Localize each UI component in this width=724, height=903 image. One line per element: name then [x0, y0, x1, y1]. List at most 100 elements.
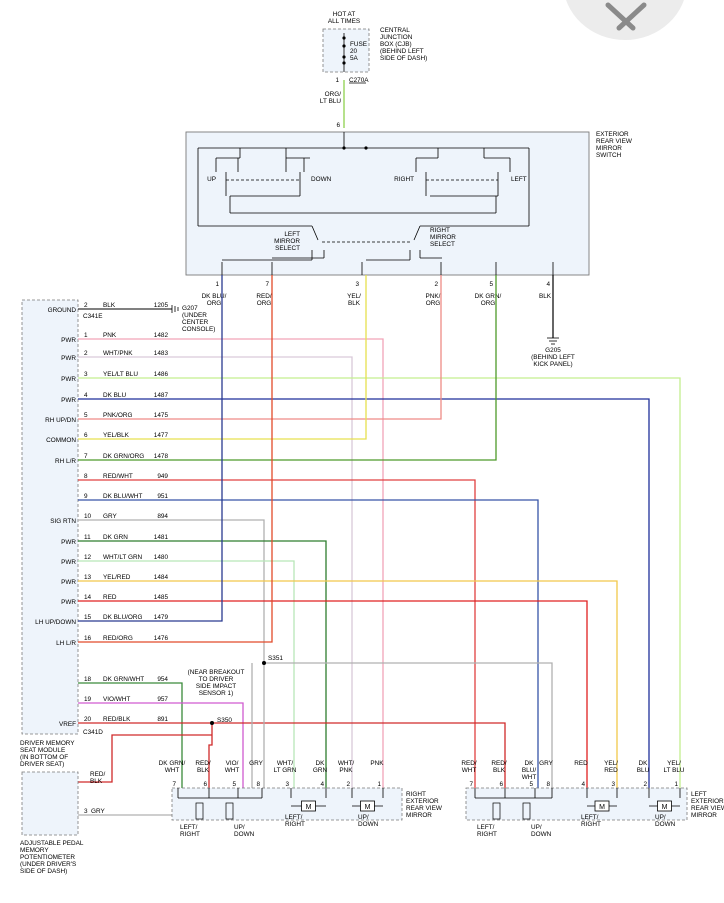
c341d-label: C341D [83, 729, 103, 736]
module-wire-color: GRY [103, 513, 117, 520]
bus-dot [342, 146, 346, 150]
left_mirror-wire-label: RED [574, 760, 588, 767]
right_mirror-wire-label: PNK [339, 767, 353, 774]
wire-dk-grn [78, 540, 327, 788]
module-wire-color: DK BLU/ORG [103, 614, 142, 621]
left_mirror-motor-lr-label: RIGHT [581, 821, 601, 828]
switch-pin-color-label: DK BLU/ [202, 293, 227, 300]
left_mirror-wire-label: YEL/ [667, 760, 681, 767]
right_mirror-pot-ud-label: UP/ [234, 824, 245, 831]
module-circuit-number: 951 [157, 493, 168, 500]
g205-label: KICK PANEL) [533, 361, 572, 368]
module-wire-color: WHT/PNK [103, 350, 133, 357]
wire-red [78, 600, 588, 788]
g205-label: G205 [545, 347, 561, 354]
right_mirror-wire-label: BLK [197, 767, 210, 774]
close-button[interactable] [563, 0, 687, 42]
left_mirror-pin-number: 5 [529, 781, 533, 788]
cjb-label: (BEHIND LEFT [380, 48, 424, 55]
fuse-label: FUSE [350, 41, 367, 48]
left_mirror-pin-number: 2 [643, 781, 647, 788]
wire-red-wht [78, 479, 476, 788]
right_mirror-motor [360, 800, 375, 812]
right_mirror-motor-label: M [365, 804, 371, 811]
left_mirror-box [465, 787, 688, 821]
module-pin-number: 8 [84, 473, 88, 480]
wire-wht-ltgrn [78, 560, 295, 788]
module-pin-function: SIG RTN [50, 518, 76, 525]
left_mirror-wire-label: RED/ [461, 760, 476, 767]
switch-pin-number: 3 [355, 281, 359, 288]
splice-note: SIDE IMPACT [196, 683, 236, 690]
left_mirror-wire-label: BLK [493, 767, 506, 774]
wire-yel-ltblu [78, 377, 681, 788]
s351-label: S351 [268, 655, 283, 662]
module-pin-function: VREF [59, 721, 76, 728]
right-label: RIGHT [394, 176, 414, 183]
right-mirror-select-label: RIGHT [430, 227, 450, 234]
cjb-label: CENTRAL [380, 27, 410, 34]
module-wire-color: PNK/ORG [103, 412, 133, 419]
wire-wht-pnk [78, 356, 353, 788]
left_mirror-motor [657, 800, 672, 812]
right_mirror-motor [301, 800, 316, 812]
c270a-label: C270A [349, 77, 369, 84]
module-circuit-number: 891 [157, 716, 168, 723]
right_mirror-wire-label: VIO/ [226, 760, 239, 767]
pedal-title: POTENTIOMETER [20, 854, 75, 861]
pedal-box [21, 771, 79, 836]
pedal-pin-3: 3 [84, 808, 88, 815]
fuse-dot [342, 55, 346, 59]
module-wire-color: PNK [103, 332, 117, 339]
right_mirror-wire-label: DK GRN/ [159, 760, 186, 767]
right_mirror-wire-label: PNK [370, 760, 384, 767]
right_mirror-pin-number: 3 [285, 781, 289, 788]
left_mirror-pin-number: 1 [674, 781, 678, 788]
module-circuit-number: 1478 [154, 453, 169, 460]
switch-pin-number: 2 [434, 281, 438, 288]
left_mirror-wire-label: BLU/ [522, 767, 536, 774]
module-pin-number: 6 [84, 432, 88, 439]
seat-module-title: (IN BOTTOM OF [20, 754, 68, 761]
right_mirror-pin-number: 8 [256, 781, 260, 788]
wire-dk-blu [78, 398, 650, 788]
right_mirror-pot-lr-label: LEFT/ [180, 824, 198, 831]
module-wire-color: BLK [103, 302, 116, 309]
module-pin-number: 2 [84, 302, 88, 309]
wire-red-org [78, 275, 273, 643]
c341e-label: C341E [83, 313, 103, 320]
module-pin-function: PWR [61, 579, 76, 586]
fuse-dot [342, 61, 346, 65]
right_mirror-pot-lr-label: RIGHT [180, 831, 200, 838]
pedal-title: ADJUSTABLE PEDAL [20, 840, 84, 847]
switch-pin-number: 5 [489, 281, 493, 288]
right_mirror-pin-number: 5 [232, 781, 236, 788]
module-pin-number: 7 [84, 453, 88, 460]
module-circuit-number: 1485 [154, 594, 169, 601]
module-circuit-number: 1476 [154, 635, 169, 642]
module-pin-number: 15 [84, 614, 92, 621]
module-pin-function: PWR [61, 376, 76, 383]
switch-pin-color-label: YEL/ [347, 293, 361, 300]
left_mirror-motor-ud-label: UP/ [655, 814, 666, 821]
switch-pin-color-label: PNK/ [426, 293, 441, 300]
wire-red-blk [78, 722, 506, 788]
module-pin-function: PWR [61, 539, 76, 546]
left_mirror-pin-number: 4 [581, 781, 585, 788]
fuse-dot [342, 44, 346, 48]
module-pin-number: 16 [84, 635, 92, 642]
fuse-dot [342, 36, 346, 40]
module-pin-function: PWR [61, 599, 76, 606]
right_mirror-pin-number: 7 [172, 781, 176, 788]
module-circuit-number: 1479 [154, 614, 169, 621]
pedal-title: SIDE OF DASH) [20, 868, 67, 875]
s351-dot [262, 661, 266, 665]
right_mirror-motor-lr-label: RIGHT [285, 821, 305, 828]
right_mirror-motor-ud-label: DOWN [358, 821, 379, 828]
left_mirror-wire-label: LT BLU [663, 767, 684, 774]
module-pin-number: 18 [84, 676, 92, 683]
module-wire-color: RED [103, 594, 117, 601]
g207-label: CONSOLE) [182, 326, 215, 333]
switch-pin-color-label: BLK [348, 300, 361, 307]
switch-title: EXTERIOR [596, 131, 629, 138]
